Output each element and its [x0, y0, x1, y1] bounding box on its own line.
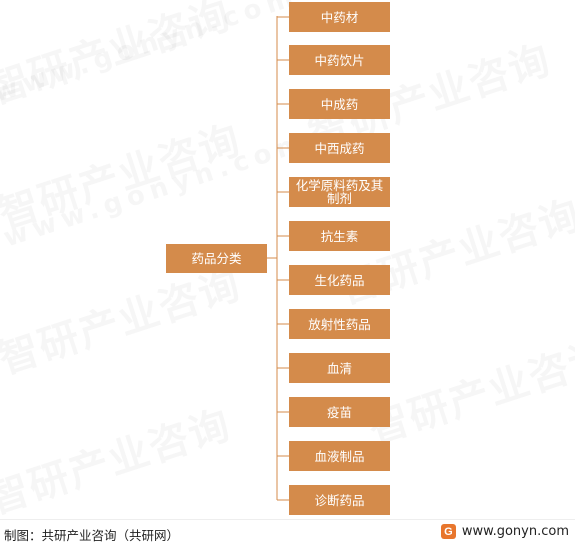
- gonyn-logo-icon: G: [440, 524, 456, 539]
- child-node: 中药饮片: [289, 45, 390, 75]
- child-label: 血液制品: [314, 448, 365, 464]
- tree-connector: [267, 16, 289, 501]
- child-label: 抗生素: [320, 228, 359, 244]
- child-label: 中药饮片: [314, 52, 365, 68]
- site-url: www.gonyn.com: [461, 524, 569, 539]
- child-label: 中药材: [320, 9, 359, 25]
- source-caption: 制图：共研产业咨询（共研网）: [4, 528, 180, 543]
- child-node: 中西成药: [289, 133, 390, 163]
- branch-lines: [277, 16, 289, 501]
- brand: G www.gonyn.com: [440, 524, 569, 539]
- child-node: 中成药: [289, 89, 390, 119]
- child-label: 化学原料药及其制剂: [295, 178, 384, 206]
- child-label: 中成药: [320, 96, 359, 112]
- child-node: 血液制品: [289, 441, 390, 471]
- child-node: 生化药品: [289, 265, 390, 295]
- child-node: 诊断药品: [289, 485, 390, 515]
- child-node: 抗生素: [289, 221, 390, 251]
- root-node: 药品分类: [166, 244, 267, 273]
- child-label: 中西成药: [314, 140, 365, 156]
- child-node: 中药材: [289, 2, 390, 32]
- child-label: 诊断药品: [314, 492, 365, 508]
- child-label: 放射性药品: [308, 316, 371, 332]
- child-node: 血清: [289, 353, 390, 383]
- child-node: 化学原料药及其制剂: [289, 177, 390, 207]
- child-label: 生化药品: [314, 272, 365, 288]
- child-label: 血清: [326, 360, 352, 376]
- child-label: 疫苗: [326, 404, 352, 420]
- child-node: 放射性药品: [289, 309, 390, 339]
- root-label: 药品分类: [191, 251, 242, 266]
- footer: 制图：共研产业咨询（共研网） G www.gonyn.com: [0, 519, 575, 545]
- child-node: 疫苗: [289, 397, 390, 427]
